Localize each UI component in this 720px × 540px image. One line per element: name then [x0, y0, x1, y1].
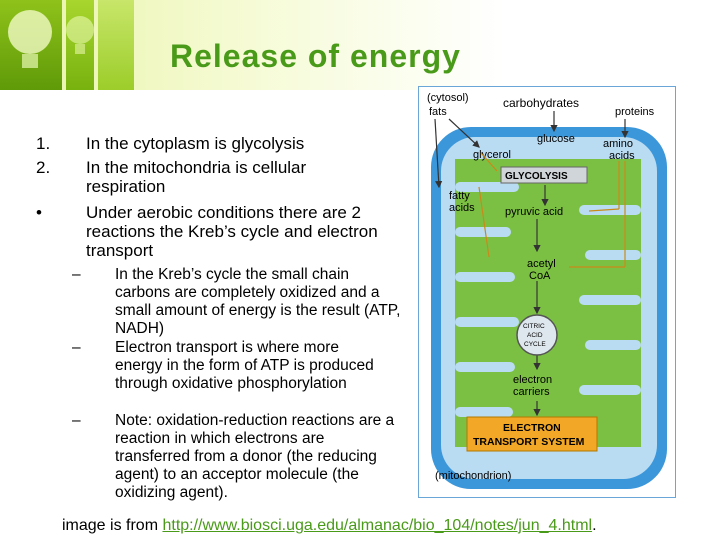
label-carriers-1: electron	[513, 374, 552, 386]
list-text: Electron transport is where more energy …	[115, 339, 374, 392]
label-ets-2: TRANSPORT SYSTEM	[473, 436, 585, 448]
citric-acid-cycle	[516, 314, 558, 356]
list-text: Note: oxidation-reduction reactions are …	[115, 412, 395, 501]
label-glycolysis: GLYCOLYSIS	[505, 171, 568, 182]
banner-tile	[98, 0, 134, 90]
metabolism-diagram: (cytosol) fats carbohydrates proteins gl…	[418, 86, 676, 498]
list-text: In the mitochondria is cellular respirat…	[86, 158, 307, 196]
label-fats: fats	[429, 106, 447, 118]
lightbulb-icon	[8, 10, 94, 68]
mitochondrion-diagram: (cytosol) fats carbohydrates proteins gl…	[427, 92, 667, 489]
list-text: Under aerobic conditions there are 2 rea…	[86, 203, 378, 260]
label-acetyl-2: CoA	[529, 270, 551, 282]
label-citric-2: ACID	[527, 332, 543, 339]
list-marker: –	[72, 412, 81, 429]
list-marker: –	[72, 266, 81, 283]
label-carbohydrates: carbohydrates	[503, 96, 579, 110]
label-proteins: proteins	[615, 106, 655, 118]
label-fatty-2: acids	[449, 202, 475, 214]
list-marker: •	[36, 203, 42, 222]
label-pyruvic: pyruvic acid	[505, 206, 563, 218]
list-marker: –	[72, 339, 81, 356]
pathway-arrows	[434, 111, 629, 417]
slide-title: Release of energy	[170, 38, 461, 74]
label-mitochondrion: (mitochondrion)	[435, 470, 511, 482]
label-citric-3: CYCLE	[524, 341, 546, 348]
caption-suffix: .	[592, 517, 597, 534]
label-fatty-1: fatty	[449, 190, 470, 202]
label-amino-2: acids	[609, 150, 635, 162]
label-acetyl-1: acetyl	[527, 258, 556, 270]
image-credit: image is from http://www.biosci.uga.edu/…	[62, 517, 597, 535]
source-link[interactable]: http://www.biosci.uga.edu/almanac/bio_10…	[162, 517, 593, 534]
lightbulb-banner	[0, 0, 135, 90]
label-citric-1: CITRIC	[523, 323, 545, 330]
list-text: In the Kreb’s cycle the small chain carb…	[115, 266, 401, 337]
list-marker: 2.	[36, 158, 51, 177]
cristae	[455, 182, 641, 417]
label-glucose: glucose	[537, 133, 575, 145]
label-amino-1: amino	[603, 138, 633, 150]
orange-arrows	[478, 152, 626, 268]
label-ets-1: ELECTRON	[503, 422, 561, 434]
label-glycerol: glycerol	[473, 149, 511, 161]
label-carriers-2: carriers	[513, 386, 550, 398]
caption-prefix: image is from	[62, 517, 163, 534]
electron-transport-box	[466, 416, 598, 452]
label-cytosol: (cytosol)	[427, 92, 469, 104]
list-marker: 1.	[36, 134, 51, 153]
list-text: In the cytoplasm is glycolysis	[86, 134, 305, 153]
glycolysis-box	[500, 166, 588, 184]
